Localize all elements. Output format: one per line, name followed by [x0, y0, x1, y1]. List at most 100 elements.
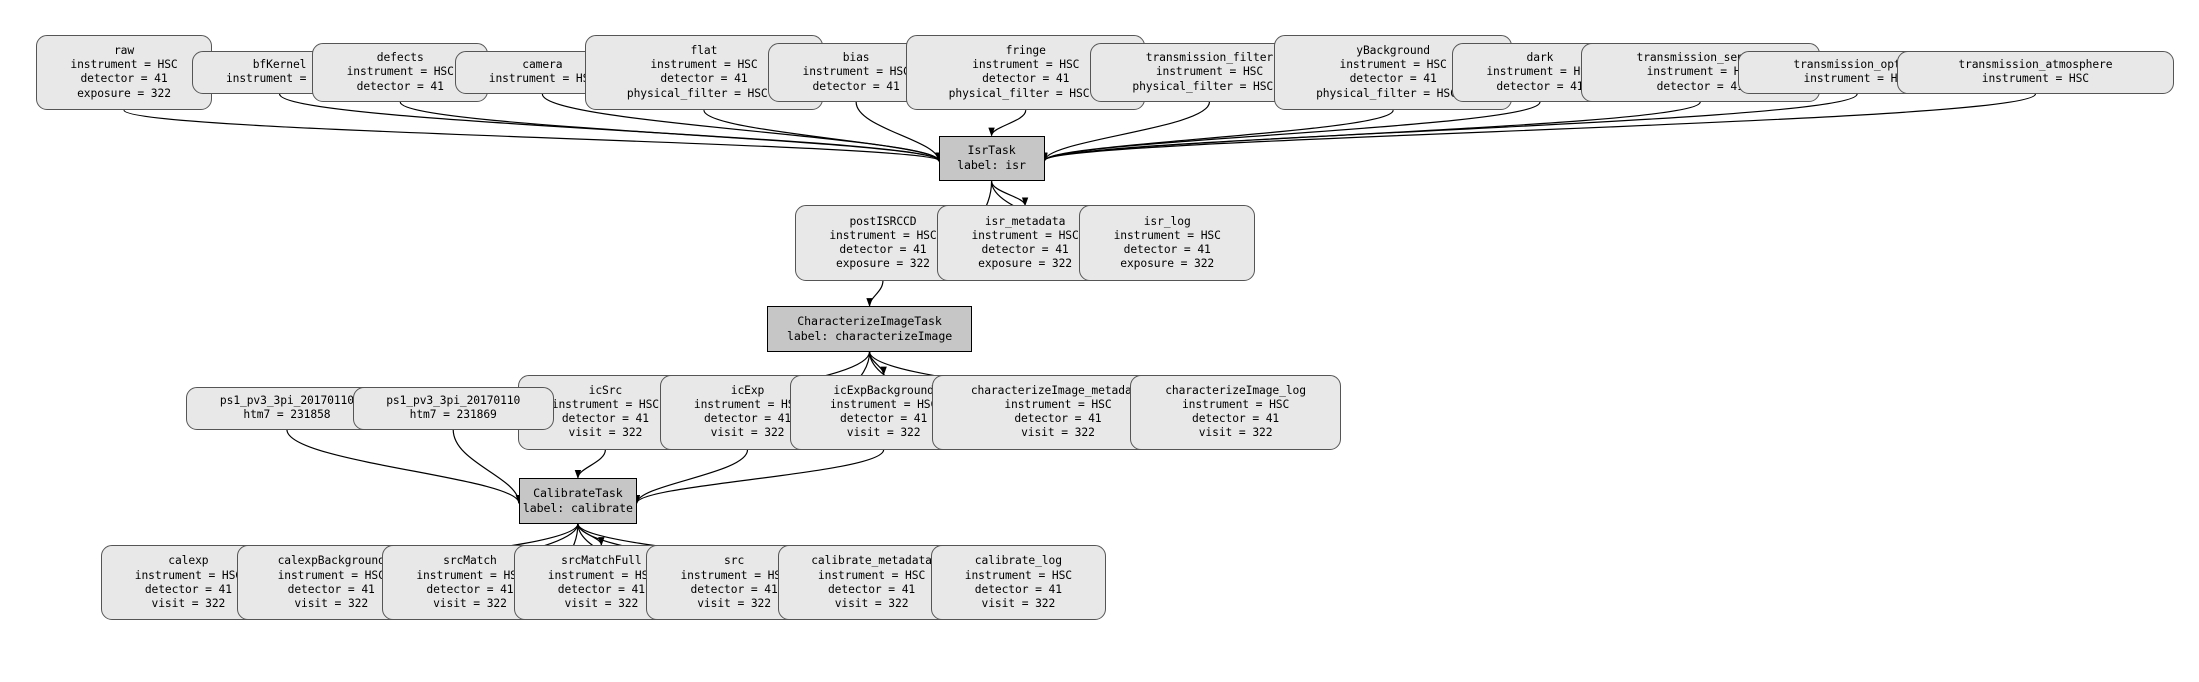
node-detail: detector = 41	[982, 72, 1070, 86]
node-detail: physical_filter = HSC-Y	[1132, 79, 1287, 93]
node-detail: instrument = HSC	[829, 228, 937, 242]
graph-edge	[1041, 109, 1394, 162]
node-detail: detector = 41	[1123, 242, 1211, 256]
node-title: calibrate_log	[974, 554, 1062, 568]
node-title: transmission_filter	[1145, 51, 1274, 65]
node-detail: instrument = HSC	[1004, 398, 1112, 412]
node-detail: visit = 322	[151, 596, 226, 610]
node-detail: detector = 41	[561, 412, 649, 426]
node-detail: instrument = HSC	[1646, 65, 1754, 79]
node-detail: detector = 41	[1656, 79, 1744, 93]
node-detail: physical_filter = HSC-Y	[1316, 86, 1471, 100]
node-detail: visit = 322	[294, 596, 369, 610]
node-detail: visit = 322	[846, 426, 921, 440]
node-detail: instrument = HSC	[277, 568, 385, 582]
node-detail: exposure = 322	[978, 257, 1072, 271]
node-detail: detector = 41	[660, 72, 748, 86]
node-detail: detector = 41	[839, 242, 927, 256]
node-title: defects	[376, 51, 424, 65]
node-title: srcMatch	[443, 554, 497, 568]
node-detail: instrument = HSC	[972, 58, 1080, 72]
node-detail: htm7 = 231858	[243, 408, 331, 422]
node-detail: instrument = HSC	[134, 568, 242, 582]
node-detail: visit = 322	[564, 596, 639, 610]
node-detail: instrument = HSC	[829, 398, 938, 412]
node-detail: detector = 41	[287, 582, 375, 596]
node-title: ps1_pv3_3pi_20170110	[219, 394, 354, 408]
node-title: icExpBackground	[833, 383, 934, 397]
node-detail: detector = 41	[840, 412, 928, 426]
node-detail: instrument = HSC	[1981, 72, 2090, 86]
node-title: postISRCCD	[849, 214, 917, 228]
graph-edge	[286, 429, 523, 505]
graph-edge	[1041, 101, 1541, 162]
node-detail: instrument = HSC	[551, 398, 659, 412]
node-detail: htm7 = 231869	[409, 408, 497, 422]
node-detail: visit = 322	[697, 596, 771, 610]
node-title: CalibrateTask	[533, 485, 623, 500]
node-title: icExp	[730, 383, 765, 397]
node-title: transmission_atmosphere	[1958, 58, 2113, 72]
node-title: ps1_pv3_3pi_20170110	[386, 394, 521, 408]
node-detail: visit = 322	[1021, 426, 1095, 440]
graph-edge	[1041, 101, 1211, 162]
node-title: IsrTask	[967, 143, 1016, 158]
node-detail: instrument = HSC	[1339, 58, 1447, 72]
node-title: isr_log	[1143, 214, 1191, 228]
node-title: fringe	[1005, 44, 1046, 58]
node-detail: physical_filter = HSC-Y	[626, 86, 782, 100]
node-detail: instrument = HSC	[70, 58, 178, 72]
graph-edge	[399, 101, 942, 162]
node-title: calexp	[168, 554, 209, 568]
graph-edge	[633, 449, 749, 505]
node-title: isr_metadata	[984, 214, 1066, 228]
node-title: transmission_optics	[1793, 58, 1921, 72]
node-title: bfKernel	[252, 58, 307, 72]
node-title: src	[724, 554, 745, 568]
node-title: CharacterizeImageTask	[797, 313, 942, 328]
node-detail: detector = 41	[1496, 79, 1584, 93]
graph-edge	[123, 109, 942, 162]
graph-edge	[990, 181, 1029, 207]
node-detail: detector = 41	[1349, 72, 1437, 86]
node-title: calibrate_metadata	[811, 554, 932, 568]
node-title: camera	[522, 58, 563, 72]
node-detail: instrument = HSC	[964, 568, 1072, 582]
node-detail: visit = 322	[1198, 426, 1273, 440]
node-detail: instrument = HSC	[971, 228, 1079, 242]
node-detail: detector = 41	[974, 582, 1062, 596]
graph-edge	[855, 101, 942, 162]
node-title: icSrc	[588, 383, 623, 397]
node-title: characterizeImage_log	[1165, 383, 1306, 397]
graph-edge	[988, 109, 1027, 137]
node-detail: detector = 41	[80, 72, 168, 86]
node-detail: instrument = HSC	[1486, 65, 1594, 79]
graph-edge	[868, 351, 887, 376]
node-title: characterizeImage_metadata	[970, 383, 1146, 397]
graph-edge	[574, 449, 606, 479]
node-detail: detector = 41	[1192, 412, 1280, 426]
node-title: bias	[842, 51, 870, 65]
node-detail: label: characterizeImage	[786, 328, 953, 343]
node-detail: detector = 41	[144, 582, 232, 596]
node-title: flat	[690, 44, 718, 58]
node-detail: visit = 322	[710, 426, 785, 440]
node-detail: detector = 41	[703, 412, 792, 426]
node-detail: exposure = 322	[77, 86, 171, 100]
node-detail: detector = 41	[356, 79, 444, 93]
node-detail: instrument = HSC	[346, 65, 454, 79]
node-detail: instrument = HSC	[650, 58, 758, 72]
node-detail: visit = 322	[981, 596, 1056, 610]
node-detail: instrument = HSC	[1113, 228, 1221, 242]
